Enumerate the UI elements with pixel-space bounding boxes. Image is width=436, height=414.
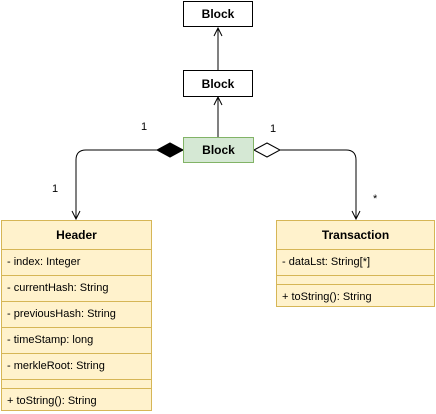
header-attr-merkle-root: - merkleRoot: String	[2, 354, 151, 380]
transaction-class-title: Transaction	[277, 221, 434, 250]
block-middle[interactable]: Block	[183, 70, 253, 97]
multiplicity-composition-block: 1	[141, 121, 148, 133]
header-attr-current-hash: - currentHash: String	[2, 276, 151, 302]
block-middle-label: Block	[201, 76, 235, 91]
header-attr-index: - index: Integer	[2, 250, 151, 276]
header-method-to-string: + toString(): String	[7, 395, 97, 407]
header-class-title: Header	[2, 221, 151, 250]
header-attr-previous-hash: - previousHash: String	[2, 302, 151, 328]
block-current[interactable]: Block	[183, 137, 254, 163]
block-top-label: Block	[201, 7, 235, 21]
transaction-class[interactable]: Transaction - dataLst: String[*] + toStr…	[276, 220, 435, 307]
multiplicity-aggregation-transaction: *	[373, 193, 378, 205]
header-class-separator	[2, 380, 151, 389]
edge-aggregation-transaction	[280, 149, 356, 219]
header-class[interactable]: Header - index: Integer - currentHash: S…	[1, 220, 152, 411]
block-current-label: Block	[202, 143, 235, 157]
edge-composition-header	[76, 149, 158, 219]
block-top[interactable]: Block	[183, 1, 253, 27]
multiplicity-composition-header: 1	[52, 183, 59, 195]
header-attr-time-stamp: - timeStamp: long	[2, 328, 151, 354]
transaction-class-separator	[277, 276, 434, 285]
aggregation-diamond-icon	[252, 142, 282, 158]
multiplicity-aggregation-block: 1	[270, 123, 277, 135]
transaction-method-to-string: + toString(): String	[282, 291, 372, 303]
transaction-attr-data-lst: - dataLst: String[*]	[277, 250, 434, 276]
composition-diamond-icon	[155, 142, 185, 158]
